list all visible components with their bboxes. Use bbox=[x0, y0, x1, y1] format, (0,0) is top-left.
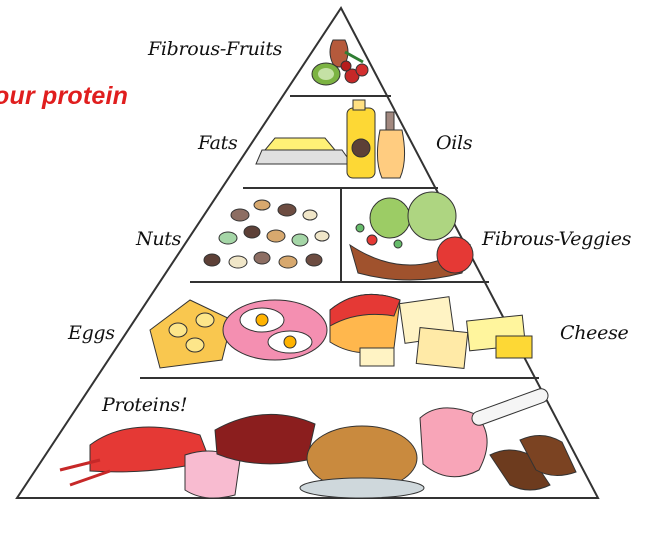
nuts-illustration bbox=[204, 200, 329, 268]
label-oils: Oils bbox=[436, 132, 472, 154]
eggs-cheese-illustration bbox=[150, 294, 532, 368]
fats-oils-illustration bbox=[256, 100, 405, 178]
fruits-illustration bbox=[312, 40, 368, 85]
label-nuts: Nuts bbox=[136, 228, 181, 250]
label-fibrous-fruits: Fibrous-Fruits bbox=[148, 38, 282, 60]
label-fibrous-veggies: Fibrous-Veggies bbox=[482, 228, 631, 250]
label-proteins: Proteins! bbox=[102, 394, 187, 416]
headline-text: our protein bbox=[0, 82, 128, 111]
veggies-illustration bbox=[350, 192, 473, 280]
label-eggs: Eggs bbox=[68, 322, 115, 344]
label-fats: Fats bbox=[198, 132, 237, 154]
label-cheese: Cheese bbox=[560, 322, 628, 344]
